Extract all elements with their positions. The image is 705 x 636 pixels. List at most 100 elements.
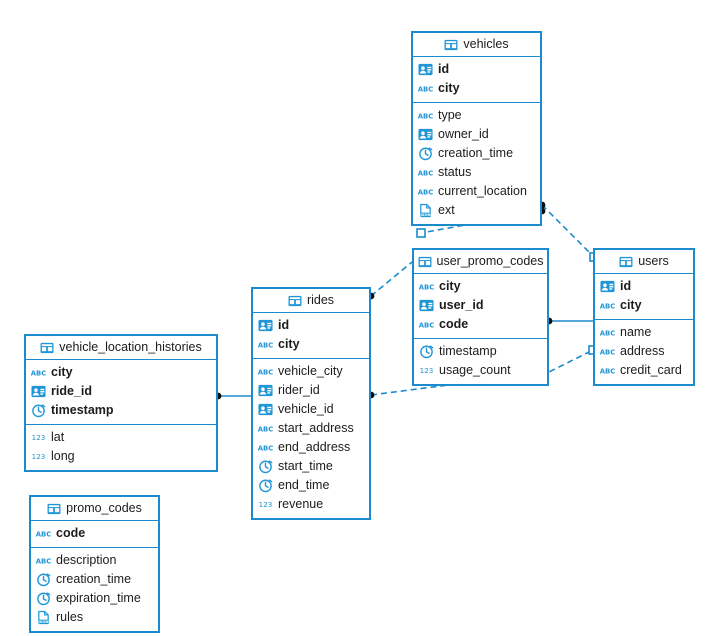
primary-key-row[interactable]: id [595,277,693,296]
clock-icon [258,459,273,474]
table-header-users[interactable]: users [595,250,693,274]
svg-text:ABC: ABC [600,349,615,357]
primary-key-row[interactable]: id [413,60,540,79]
column-row[interactable]: creation_time [413,144,540,163]
json-icon: JSON [418,203,433,218]
table-header-promo_codes[interactable]: promo_codes [31,497,158,521]
column-row[interactable]: expiration_time [31,589,158,608]
column-row[interactable]: owner_id [413,125,540,144]
table-header-rides[interactable]: rides [253,289,369,313]
column-name: name [620,325,652,340]
relationship-rel-upc-users[interactable] [545,317,593,325]
column-name: vehicle_city [278,364,343,379]
primary-key-row[interactable]: ride_id [26,382,216,401]
column-name: start_time [278,459,333,474]
table-grid-icon [288,295,302,307]
relationship-target-square [416,228,426,238]
column-name: city [438,81,460,96]
column-name: owner_id [438,127,489,142]
column-name: long [51,449,75,464]
column-name: ride_id [51,384,92,399]
column-name: revenue [278,497,324,512]
abc-string-icon: ABC [418,184,433,199]
column-row[interactable]: ABC credit_card [595,361,693,380]
relationship-line [370,261,413,297]
abc-string-icon: ABC [419,317,434,332]
svg-text:JSON: JSON [419,213,430,217]
column-name: rules [56,610,84,625]
table-grid-icon [444,39,458,51]
svg-text:ABC: ABC [418,170,433,178]
primary-key-row[interactable]: id [253,316,369,335]
column-name: description [56,553,117,568]
column-row[interactable]: vehicle_id [253,400,369,419]
table-header-vehicle_location_histories[interactable]: vehicle_location_histories [26,336,216,360]
table-name: promo_codes [66,501,142,516]
key-id-icon [600,279,615,294]
abc-string-icon: ABC [418,165,433,180]
column-row[interactable]: end_time [253,476,369,495]
column-row[interactable]: timestamp [414,342,547,361]
table-name: user_promo_codes [436,254,544,269]
column-name: city [51,365,73,380]
table-header-user_promo_codes[interactable]: user_promo_codes [414,250,547,274]
number-icon: 123 [31,449,46,464]
clock-icon [258,478,273,493]
primary-key-row[interactable]: timestamp [26,401,216,420]
table-header-vehicles[interactable]: vehicles [413,33,540,57]
abc-string-icon: ABC [36,526,51,541]
column-row[interactable]: 123 long [26,447,216,466]
clock-icon [418,146,433,161]
table-grid-icon [418,256,432,268]
column-name: credit_card [620,363,682,378]
column-row[interactable]: 123 lat [26,428,216,447]
abc-string-icon: ABC [600,325,615,340]
svg-text:ABC: ABC [258,445,273,453]
column-row[interactable]: creation_time [31,570,158,589]
primary-key-row[interactable]: user_id [414,296,547,315]
column-name: expiration_time [56,591,141,606]
column-row[interactable]: rider_id [253,381,369,400]
column-row[interactable]: start_time [253,457,369,476]
column-name: city [620,298,642,313]
svg-text:ABC: ABC [419,284,434,292]
column-name: lat [51,430,65,445]
column-row[interactable]: ABC name [595,323,693,342]
column-row[interactable]: JSON rules [31,608,158,627]
svg-text:ABC: ABC [600,368,615,376]
relationship-rel-rides-user_promo_codes[interactable] [367,261,413,300]
abc-string-icon: ABC [258,440,273,455]
number-icon: 123 [31,430,46,445]
relationship-rel-vlh-rides[interactable] [214,392,251,400]
svg-text:JSON: JSON [37,620,48,624]
